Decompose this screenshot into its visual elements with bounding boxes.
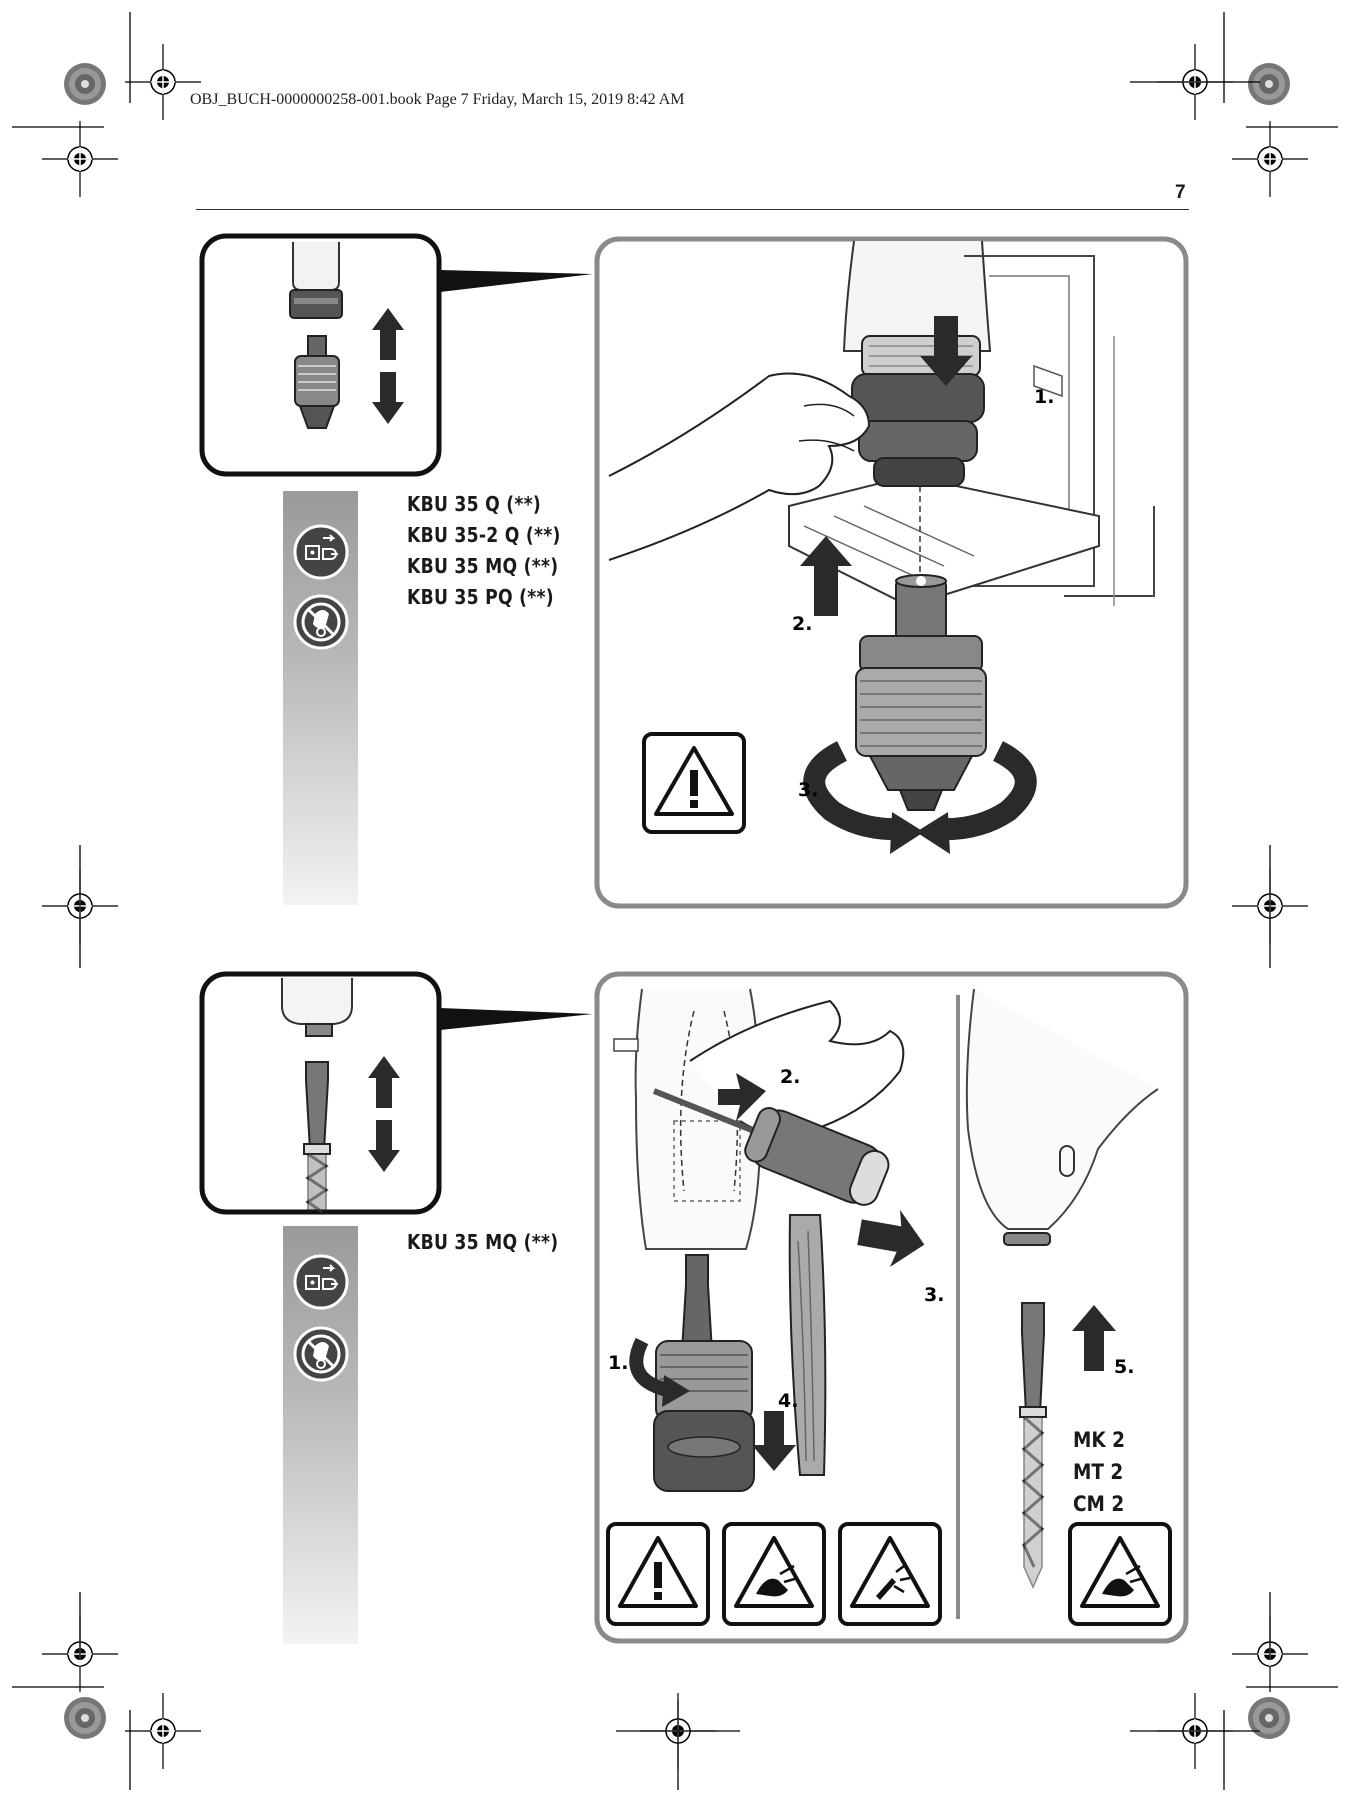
step-label: 2.: [780, 1066, 800, 1088]
safety-sidebar-top: [283, 491, 358, 905]
main-illustration-bottom: 2. 3. 1. 4. 5.: [594, 971, 1189, 1644]
no-gloves-icon: [293, 594, 349, 650]
no-gloves-icon: [293, 1326, 349, 1382]
general-warning-icon: [606, 1522, 710, 1626]
step-label: 3.: [798, 779, 818, 801]
model-name: KBU 35-2 Q (**): [407, 523, 561, 547]
taper-spec: CM 2: [1073, 1492, 1125, 1516]
model-name: KBU 35 Q (**): [407, 492, 541, 516]
model-name: KBU 35 MQ (**): [407, 1230, 559, 1254]
unplug-before-work-icon: [293, 524, 349, 580]
model-list-top: KBU 35 Q (**) KBU 35-2 Q (**) KBU 35 MQ …: [407, 489, 586, 613]
hand-injury-warning-icon: [722, 1522, 826, 1626]
step-label: 5.: [1114, 1356, 1134, 1378]
header-rule: [196, 209, 1189, 210]
inset-taper-detail-bottom: [199, 971, 593, 1215]
safety-sidebar-bottom: [283, 1226, 358, 1644]
taper-spec-list: MK 2 MT 2 CM 2: [1073, 1424, 1132, 1520]
step-label: 1.: [1034, 386, 1054, 408]
step-label: 2.: [792, 613, 812, 635]
step-label: 3.: [924, 1284, 944, 1306]
model-list-bottom: KBU 35 MQ (**): [407, 1227, 583, 1258]
main-illustration-top: 1. 2. 3.: [594, 236, 1189, 909]
flying-parts-warning-icon: [838, 1522, 942, 1626]
taper-spec: MT 2: [1073, 1460, 1124, 1484]
hand-injury-warning-icon: [1068, 1522, 1172, 1626]
book-header-line: OBJ_BUCH-0000000258-001.book Page 7 Frid…: [190, 91, 685, 108]
model-name: KBU 35 MQ (**): [407, 554, 559, 578]
step-label: 4.: [778, 1390, 798, 1412]
page-number: 7: [1175, 182, 1186, 203]
taper-spec: MK 2: [1073, 1428, 1126, 1452]
unplug-before-work-icon: [293, 1254, 349, 1310]
model-name: KBU 35 PQ (**): [407, 585, 554, 609]
general-warning-icon: [642, 732, 746, 834]
inset-chuck-detail-top: [199, 233, 593, 477]
step-label: 1.: [608, 1352, 628, 1374]
